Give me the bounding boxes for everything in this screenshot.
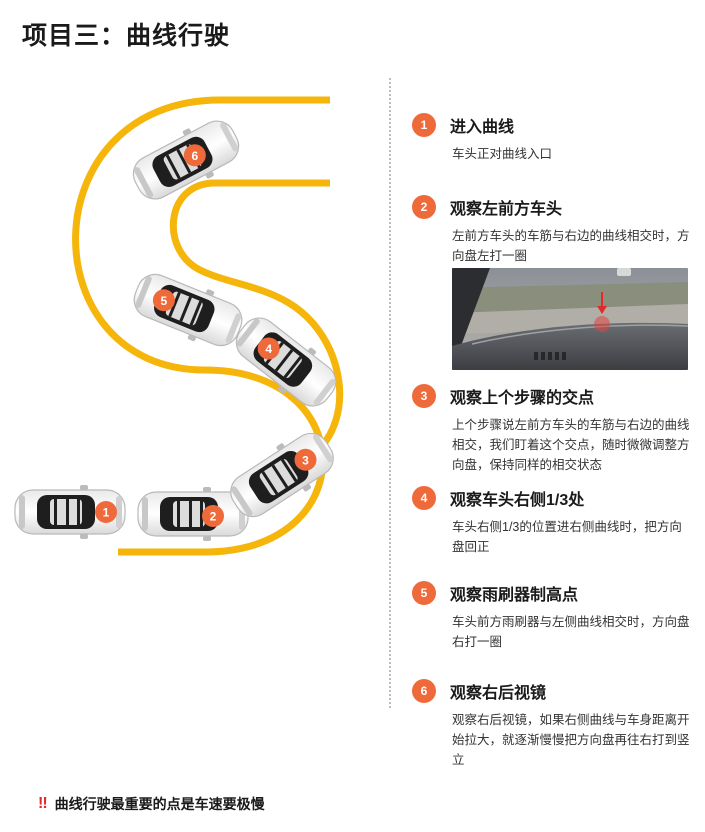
step-2: 2 观察左前方车头 左前方车头的车筋与右边的曲线相交时，方向盘左打一圈 bbox=[412, 194, 694, 266]
svg-text:2: 2 bbox=[210, 510, 217, 524]
step-5: 5 观察雨刷器制高点 车头前方雨刷器与左侧曲线相交时，方向盘右打一圈 bbox=[412, 580, 694, 652]
page-title: 项目三：曲线行驶 bbox=[22, 22, 231, 50]
car-badge bbox=[152, 289, 175, 312]
step-number: 5 bbox=[412, 581, 436, 605]
curve-diagram: 1 2 3 4 5 6 bbox=[14, 96, 347, 556]
car-5: 5 bbox=[126, 263, 250, 357]
step-6: 6 观察右后视镜 观察右后视镜，如果右侧曲线与车身距离开始拉大，就逐渐慢慢把方向… bbox=[412, 678, 694, 770]
car-badge bbox=[183, 144, 206, 167]
car-badge bbox=[294, 448, 317, 471]
double-exclamation-icon: !! bbox=[38, 795, 48, 812]
car-badge bbox=[95, 501, 117, 523]
inner-road-line bbox=[169, 179, 344, 469]
svg-text:6: 6 bbox=[191, 149, 198, 163]
windshield-view-image bbox=[452, 268, 688, 370]
road-lines bbox=[72, 96, 330, 556]
svg-text:3: 3 bbox=[302, 453, 309, 467]
step-number: 1 bbox=[412, 113, 436, 137]
car-1: 1 bbox=[14, 484, 126, 540]
car-4: 4 bbox=[225, 306, 347, 418]
car-3: 3 bbox=[220, 421, 344, 529]
step-number: 3 bbox=[412, 384, 436, 408]
step-title: 观察车头右侧1/3处 bbox=[450, 492, 585, 509]
footer-text: 曲线行驶最重要的点是车速要极慢 bbox=[54, 796, 265, 812]
step-title: 观察左前方车头 bbox=[450, 201, 563, 218]
steps-list: 1 进入曲线 车头正对曲线入口 2 观察左前方车头 左前方车头的车筋与右边的曲线… bbox=[412, 0, 694, 780]
car-badge bbox=[202, 505, 224, 527]
step-description: 观察右后视镜，如果右侧曲线与车身距离开始拉大，就逐渐慢慢把方向盘再往右打到竖立 bbox=[452, 713, 690, 767]
step-4: 4 观察车头右侧1/3处 车头右侧1/3的位置进右侧曲线时，把方向盘回正 bbox=[412, 485, 694, 557]
svg-text:5: 5 bbox=[161, 294, 168, 308]
car-6: 6 bbox=[124, 109, 248, 211]
step-description: 车头前方雨刷器与左侧曲线相交时，方向盘右打一圈 bbox=[452, 615, 690, 649]
footer-note: !! 曲线行驶最重要的点是车速要极慢 bbox=[38, 794, 265, 814]
outer-curve-line bbox=[72, 96, 330, 556]
step-description: 上个步骤说左前方车头的车筋与右边的曲线相交，我们盯着这个交点，随时微微调整方向盘… bbox=[452, 418, 690, 472]
step-number: 2 bbox=[412, 195, 436, 219]
step-title: 观察右后视镜 bbox=[450, 685, 547, 702]
step-number: 6 bbox=[412, 679, 436, 703]
step-description: 车头正对曲线入口 bbox=[452, 147, 553, 161]
step-1: 1 进入曲线 车头正对曲线入口 bbox=[412, 112, 694, 164]
svg-text:1: 1 bbox=[103, 506, 110, 520]
step-title: 观察上个步骤的交点 bbox=[450, 390, 595, 407]
svg-text:4: 4 bbox=[265, 342, 272, 356]
step-description: 车头右侧1/3的位置进右侧曲线时，把方向盘回正 bbox=[452, 520, 682, 554]
car-badge bbox=[257, 337, 280, 360]
dashboard-view-photo bbox=[452, 268, 688, 370]
step-description: 左前方车头的车筋与右边的曲线相交时，方向盘左打一圈 bbox=[452, 229, 690, 263]
step-title: 进入曲线 bbox=[450, 119, 515, 136]
step-3: 3 观察上个步骤的交点 上个步骤说左前方车头的车筋与右边的曲线相交，我们盯着这个… bbox=[412, 383, 694, 475]
step-number: 4 bbox=[412, 486, 436, 510]
car-2: 2 bbox=[137, 486, 249, 542]
step-title: 观察雨刷器制高点 bbox=[450, 587, 579, 604]
dotted-divider bbox=[389, 78, 391, 708]
